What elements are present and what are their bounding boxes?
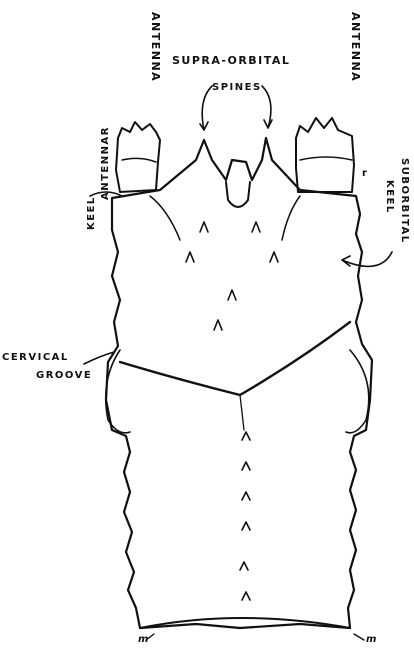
marker-left: m xyxy=(138,634,150,645)
label-suborbital: SUBORBITAL xyxy=(399,158,410,244)
marker-right: m xyxy=(366,634,378,645)
antenna-base-left xyxy=(116,122,160,192)
label-antenna-right: ANTENNA xyxy=(349,12,362,82)
pointer-supra-right xyxy=(262,86,272,128)
lateral-lobe-right xyxy=(346,350,369,433)
cervical-groove xyxy=(120,322,350,395)
label-groove: GROOVE xyxy=(36,370,92,381)
label-spines: SPINES xyxy=(212,82,262,93)
label-supra-orbital: SUPRA-ORBITAL xyxy=(172,54,290,67)
antenna-base-right xyxy=(296,118,354,192)
carapace-body xyxy=(106,138,372,628)
label-suborbital-keel: KEEL xyxy=(384,180,395,214)
pointer-supra-left xyxy=(200,86,212,130)
label-antenna-left: ANTENNA xyxy=(149,12,162,82)
rostrum xyxy=(226,182,250,207)
label-antennar-keel: KEEL xyxy=(86,196,97,230)
carapace-spines xyxy=(186,222,278,600)
label-cervical: CERVICAL xyxy=(2,352,69,363)
pointer-suborbital xyxy=(342,252,392,266)
marker-top-right: r xyxy=(362,168,368,179)
label-antennar: ANTENNAR xyxy=(100,126,111,200)
